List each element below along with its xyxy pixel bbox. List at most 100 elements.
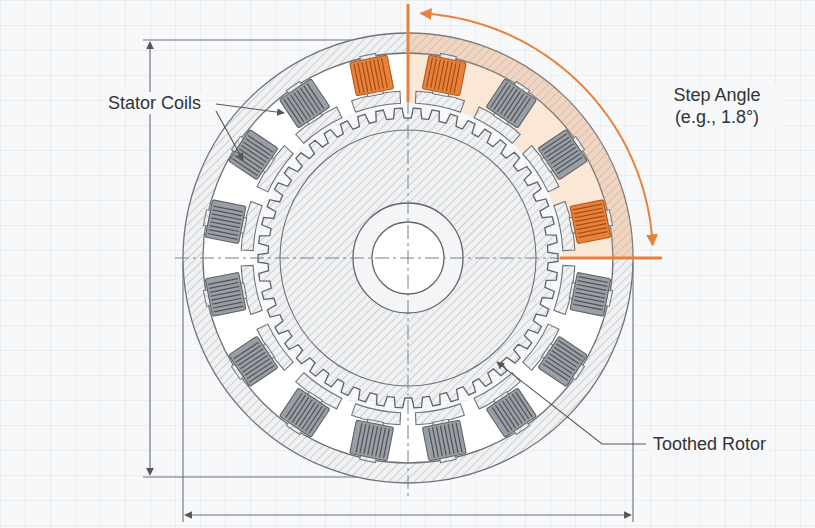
winding-stripe: [235, 155, 260, 172]
stator-coil: [422, 417, 467, 465]
coil-winding: [229, 129, 278, 179]
winding-stripe: [297, 90, 314, 115]
winding-stripe: [292, 397, 309, 422]
winding-stripe: [287, 97, 304, 122]
extension-line: [182, 262, 183, 522]
winding-stripe: [236, 346, 261, 363]
winding-stripe: [501, 89, 518, 114]
step-reference-line: [560, 257, 662, 260]
coil-winding: [205, 272, 246, 316]
winding-stripe: [243, 355, 268, 372]
winding-stripe: [556, 344, 581, 361]
coil-winding: [350, 420, 394, 461]
winding-stripe: [509, 396, 526, 421]
winding-stripe: [549, 144, 574, 161]
winding-stripe: [295, 400, 312, 425]
winding-stripe: [492, 407, 509, 432]
winding-stripe: [545, 360, 570, 377]
winding-stripe: [286, 393, 303, 418]
winding-stripe: [248, 136, 273, 153]
step-angle-arc: [421, 13, 653, 245]
winding-stripe: [307, 84, 324, 109]
extension-line: [632, 262, 633, 522]
part-label: Toothed Rotor: [650, 433, 769, 455]
coil-winding: [486, 388, 536, 437]
winding-stripe: [304, 86, 321, 111]
coil-winding: [422, 55, 466, 96]
winding-stripe: [551, 147, 576, 164]
center-line: [175, 258, 560, 259]
coil-winding: [486, 79, 536, 128]
stator-coil: [535, 127, 590, 181]
winding-stripe: [247, 362, 272, 379]
winding-stripe: [429, 428, 435, 457]
stator-coil: [349, 417, 394, 465]
part-label: Step Angle (e.g., 1.8°): [652, 84, 782, 128]
winding-stripe: [555, 154, 580, 171]
winding-stripe: [494, 85, 511, 110]
winding-stripe: [491, 83, 508, 108]
stator-coil: [484, 75, 538, 130]
winding-stripe: [244, 142, 269, 159]
winding-stripe: [499, 403, 516, 428]
winding-stripe: [504, 91, 521, 116]
winding-stripe: [502, 401, 519, 426]
winding-stripe: [291, 95, 308, 120]
center-line: [408, 100, 409, 500]
winding-stripe: [553, 150, 578, 167]
coil-winding: [422, 420, 466, 461]
coil-winding: [570, 272, 611, 316]
coil-winding: [570, 200, 611, 244]
stator-coil: [567, 199, 615, 244]
winding-stripe: [573, 304, 602, 310]
winding-stripe: [213, 206, 242, 212]
leader-line: [216, 111, 243, 160]
winding-stripe: [284, 99, 301, 124]
coil-winding: [538, 336, 587, 386]
stator-coil: [484, 385, 538, 440]
winding-stripe: [245, 359, 270, 376]
winding-stripe: [505, 399, 522, 424]
stator-coil: [422, 51, 467, 99]
winding-stripe: [544, 137, 569, 154]
winding-stripe: [246, 139, 271, 156]
winding-stripe: [238, 349, 263, 366]
stator-coil: [349, 51, 394, 99]
winding-stripe: [382, 58, 388, 87]
winding-stripe: [237, 152, 262, 169]
winding-stripe: [299, 402, 316, 427]
coil-winding: [229, 336, 278, 386]
winding-stripe: [542, 134, 567, 151]
winding-stripe: [515, 392, 532, 417]
winding-stripe: [234, 342, 259, 359]
stator-coil: [277, 385, 331, 440]
winding-stripe: [550, 354, 575, 371]
winding-stripe: [559, 341, 584, 358]
winding-stripe: [552, 351, 577, 368]
stator-coil: [567, 272, 615, 317]
stator-coil: [277, 75, 331, 130]
winding-stripe: [510, 96, 527, 121]
winding-stripe: [249, 365, 274, 382]
winding-stripe: [239, 149, 264, 166]
coil-winding: [538, 129, 587, 179]
leader-line: [216, 104, 284, 113]
winding-stripe: [546, 141, 571, 158]
winding-stripe: [208, 279, 237, 285]
winding-stripe: [294, 93, 311, 118]
winding-stripe: [289, 395, 306, 420]
stator-coil: [225, 334, 280, 388]
motor-group: [143, 4, 662, 522]
winding-stripe: [497, 87, 514, 112]
winding-stripe: [554, 347, 579, 364]
winding-stripe: [578, 232, 607, 238]
stator-coil: [201, 272, 249, 317]
leader-line: [497, 362, 646, 444]
winding-stripe: [305, 406, 322, 431]
winding-stripe: [241, 145, 266, 162]
stator-coil: [535, 334, 590, 388]
winding-stripe: [309, 409, 326, 434]
coil-winding: [350, 55, 394, 96]
stator-coil: [201, 199, 249, 244]
